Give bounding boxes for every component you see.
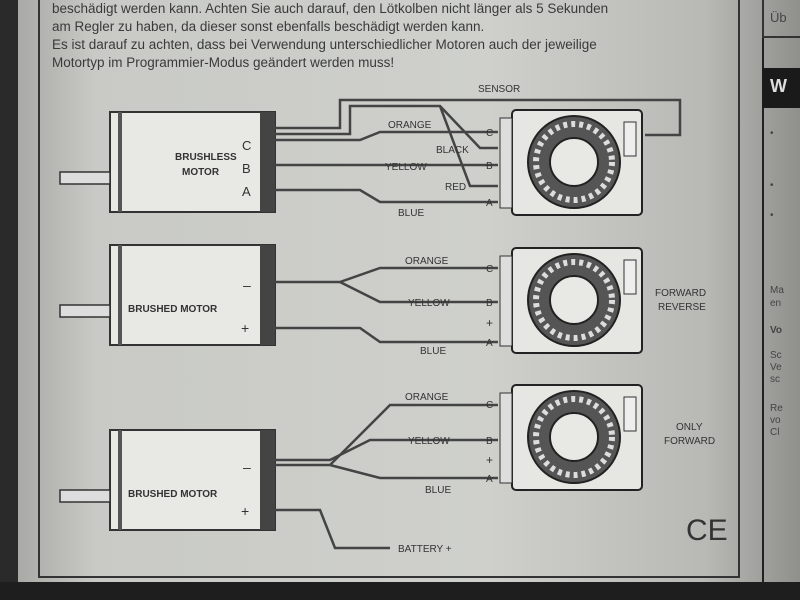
right-header: W [762, 68, 800, 108]
motor-label: MOTOR [182, 167, 220, 178]
esc-pad-label: C [486, 128, 493, 139]
brushed-forward-section: BRUSHED MOTOR – + ORANGE YELLOW BLUE BAT… [59, 385, 715, 555]
esc-pad-label: A [486, 198, 493, 209]
esc-controller [500, 248, 642, 353]
wire-label: BLACK [436, 145, 469, 156]
right-text: Cl [770, 427, 780, 438]
wires [275, 403, 498, 550]
right-text: Vo [770, 325, 783, 336]
terminal-label: – [243, 277, 251, 293]
mode-label: FORWARD [664, 436, 715, 447]
wire-label: YELLOW [385, 162, 427, 173]
content-frame [38, 0, 740, 578]
right-text: • [770, 180, 774, 191]
intro-line: Es ist darauf zu achten, dass bei Verwen… [52, 37, 597, 52]
bottom-edge [0, 582, 800, 600]
esc-pad-label: B [486, 298, 493, 309]
esc-pad-label: A [486, 338, 493, 349]
right-text: Ve [770, 362, 782, 373]
intro-line: Motortyp im Programmier-Modus geändert w… [52, 55, 395, 70]
wire-label: BLUE [398, 208, 424, 219]
wire-label: ORANGE [405, 256, 449, 267]
wire-label: ORANGE [388, 120, 432, 131]
intro-paragraph: beschädigt werden kann. Achten Sie auch … [52, 0, 732, 72]
right-column [762, 0, 800, 582]
terminal-label: C [242, 138, 251, 153]
wires [275, 266, 498, 344]
wire-label: YELLOW [408, 436, 450, 447]
wire-label: BLUE [425, 485, 451, 496]
esc-pad-label: C [486, 400, 493, 411]
brushless-section: BRUSHLESS MOTOR C B A SENSOR ORANGE BLAC… [59, 84, 682, 219]
mode-label: FORWARD [655, 288, 706, 299]
terminal-label: A [242, 184, 251, 199]
right-text: sc [770, 374, 780, 385]
right-text: en [770, 298, 782, 309]
right-text: Re [770, 403, 783, 414]
esc-pad-label: B [486, 436, 493, 447]
esc-pad-label: B [486, 161, 493, 172]
mode-label: REVERSE [658, 302, 706, 313]
ce-mark: CE [686, 514, 728, 547]
brushed-reverse-section: BRUSHED MOTOR – + ORANGE YELLOW BLUE C B… [59, 244, 706, 357]
right-text: Ma [770, 285, 784, 296]
terminal-label: B [242, 161, 251, 176]
right-text: Sc [770, 350, 782, 361]
right-text: • [770, 128, 774, 139]
wire-label: BLUE [420, 346, 446, 357]
esc-pad-label: C [486, 264, 493, 275]
esc-pad-label: + [486, 316, 493, 330]
motor-label: BRUSHLESS [175, 152, 237, 163]
terminal-label: + [241, 320, 249, 336]
motor-label: BRUSHED MOTOR [128, 304, 218, 315]
sensor-label: SENSOR [478, 84, 520, 95]
wires [275, 98, 682, 204]
esc-controller [500, 110, 642, 215]
motor-label: BRUSHED MOTOR [128, 489, 218, 500]
intro-line: beschädigt werden kann. Achten Sie auch … [52, 1, 609, 16]
terminal-label: – [243, 459, 251, 475]
intro-line: am Regler zu haben, da dieser sonst eben… [52, 19, 485, 34]
right-text: vo [770, 415, 781, 426]
battery-label: BATTERY + [398, 544, 452, 555]
wire-label: YELLOW [408, 298, 450, 309]
esc-pad-label: A [486, 474, 493, 485]
right-top-box: Üb [762, 0, 800, 38]
wire-label: RED [445, 182, 466, 193]
right-text: • [770, 210, 774, 221]
esc-controller [500, 385, 642, 490]
esc-pad-label: + [486, 453, 493, 467]
wire-label: ORANGE [405, 392, 449, 403]
terminal-label: + [241, 503, 249, 519]
mode-label: ONLY [676, 422, 703, 433]
